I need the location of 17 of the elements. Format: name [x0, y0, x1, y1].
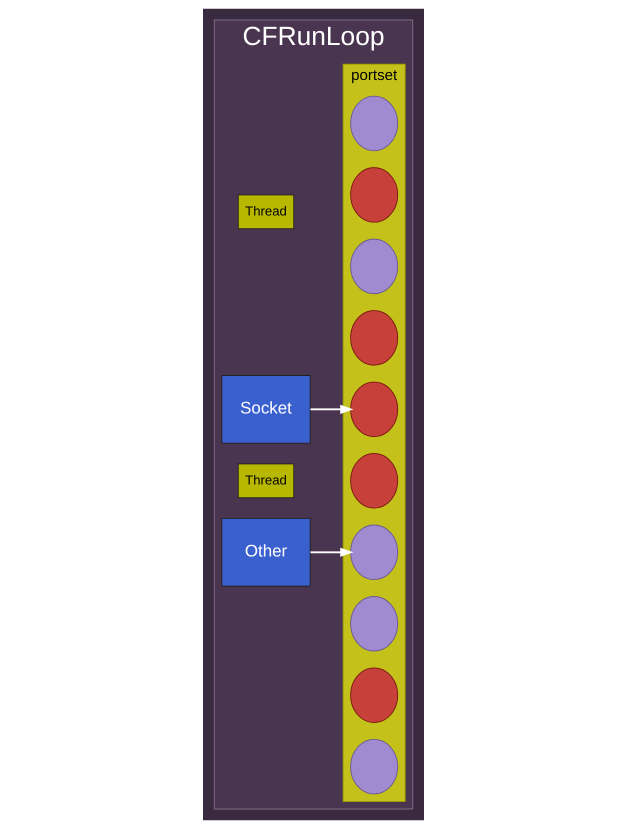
node-circle [350, 667, 398, 723]
node-box: Thread [238, 463, 294, 498]
node-circle [350, 96, 398, 152]
node-box: Other [221, 518, 311, 587]
node-circle [350, 382, 398, 438]
node-box: Socket [221, 375, 311, 444]
arrow [310, 548, 354, 557]
node-circle [350, 738, 398, 794]
node-circle [350, 238, 398, 294]
node-circle [350, 596, 398, 652]
node-box: Thread [238, 194, 294, 230]
arrow [310, 404, 354, 414]
node-circle [350, 167, 398, 223]
cluster: portset [342, 64, 406, 802]
node-circle [350, 453, 398, 509]
node-circle [350, 310, 398, 366]
node-circle [350, 524, 398, 580]
